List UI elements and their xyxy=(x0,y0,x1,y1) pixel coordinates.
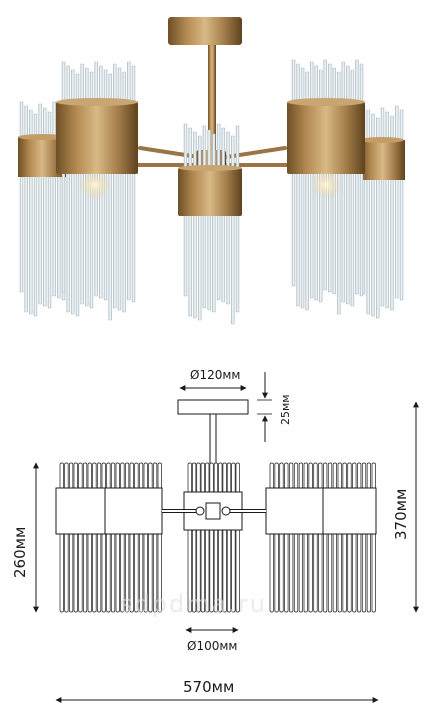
drawing-rod xyxy=(327,462,333,613)
drawing-rod xyxy=(78,462,83,613)
glass-rod xyxy=(350,69,355,307)
drawing-rod xyxy=(303,462,308,613)
glass-rod xyxy=(122,71,126,313)
drawing-rod xyxy=(68,462,74,613)
drawing-rod xyxy=(284,462,289,613)
glass-rod xyxy=(108,73,112,321)
drawing-rod xyxy=(298,462,303,613)
drawing-canopy xyxy=(177,399,249,415)
drawing-rod xyxy=(323,462,328,613)
glass-rod xyxy=(202,125,207,309)
drawing-rod xyxy=(96,462,102,613)
label-shade-diameter: Ø100мм xyxy=(187,639,237,653)
glass-rod xyxy=(61,61,66,293)
glass-rod xyxy=(113,63,117,309)
drawing-rod xyxy=(82,462,88,613)
drawing-rod xyxy=(318,462,323,613)
glass-rod xyxy=(300,67,305,309)
glass-rod xyxy=(19,101,24,293)
drawing-rod xyxy=(347,462,352,613)
glass-rod xyxy=(127,61,131,301)
drawing-rod xyxy=(92,462,97,613)
canopy xyxy=(168,17,242,45)
drawing-rod xyxy=(313,462,318,613)
glass-rod xyxy=(75,73,80,317)
drawing-shade-right xyxy=(265,487,377,535)
drawing-rod xyxy=(308,462,313,613)
glass-rod xyxy=(188,127,192,317)
glass-rod xyxy=(399,109,404,301)
drawing-rod xyxy=(64,462,69,613)
glass-rod xyxy=(226,131,230,305)
glass-rod xyxy=(66,65,70,313)
drawing-rod xyxy=(352,462,357,613)
drawing-rod xyxy=(289,462,294,613)
glass-rod xyxy=(235,125,240,313)
glass-rod xyxy=(385,111,389,309)
glass-rod xyxy=(231,135,235,325)
label-total-width: 570мм xyxy=(183,678,234,696)
drawing-rod xyxy=(87,462,92,613)
drawing-rod xyxy=(274,462,279,613)
glass-rod xyxy=(380,107,385,307)
technical-drawing xyxy=(33,372,419,703)
glass-rod xyxy=(341,61,346,303)
glass-rod xyxy=(296,63,300,307)
glass-rod xyxy=(71,69,75,315)
shade-right-back xyxy=(360,105,405,319)
label-shade-height: 260мм xyxy=(11,527,29,578)
drawing-rod xyxy=(73,462,78,613)
glass-rod xyxy=(47,111,52,309)
drawing-rod xyxy=(269,462,274,613)
drawing-rod xyxy=(332,462,337,613)
glass-rod xyxy=(33,113,38,317)
glass-rod xyxy=(52,101,56,297)
glass-rod xyxy=(43,107,47,307)
shade-left-back xyxy=(18,101,66,317)
glass-rod xyxy=(131,65,136,303)
label-canopy-diameter: Ø120мм xyxy=(190,368,240,382)
glass-rod xyxy=(395,105,399,299)
glass-rod xyxy=(117,67,122,311)
drawing-rod xyxy=(101,462,106,613)
drawing-rod xyxy=(361,462,367,613)
stem xyxy=(208,45,216,150)
glass-rod xyxy=(346,65,350,305)
glass-rod xyxy=(390,115,394,311)
glass-rod xyxy=(371,113,375,317)
shade-right-front xyxy=(287,59,365,315)
label-total-height: 370мм xyxy=(392,489,410,540)
drawing-rod xyxy=(366,462,371,613)
label-canopy-height: 25мм xyxy=(279,394,292,425)
drawing-shade-left xyxy=(55,487,163,535)
glass-rod xyxy=(305,71,309,311)
drawing-rod xyxy=(342,462,347,613)
glass-rod xyxy=(29,109,33,315)
glass-rod xyxy=(376,117,380,319)
drawing-rod xyxy=(279,462,284,613)
glass-rod xyxy=(207,129,211,311)
glass-rod xyxy=(193,131,197,319)
lamp-photo xyxy=(18,17,405,325)
drawing-rod xyxy=(293,462,299,613)
shade-left-front xyxy=(56,61,138,321)
glass-rod xyxy=(24,105,28,313)
shade-center xyxy=(178,123,242,325)
glass-rod xyxy=(38,103,42,305)
drawing-rod xyxy=(110,462,116,613)
glass-rod xyxy=(355,59,359,295)
drawing-rod xyxy=(59,462,64,613)
drawing-rod xyxy=(106,462,111,613)
glass-rod xyxy=(197,135,202,321)
glass-rod xyxy=(212,133,216,313)
drawing-rod xyxy=(357,462,362,613)
glass-rod xyxy=(366,109,370,315)
drawing-rod xyxy=(337,462,342,613)
drawing-rod xyxy=(115,462,120,613)
drawing-rod xyxy=(371,462,376,613)
watermark: sdpdma.ru xyxy=(120,590,267,618)
glass-rod xyxy=(359,63,364,297)
